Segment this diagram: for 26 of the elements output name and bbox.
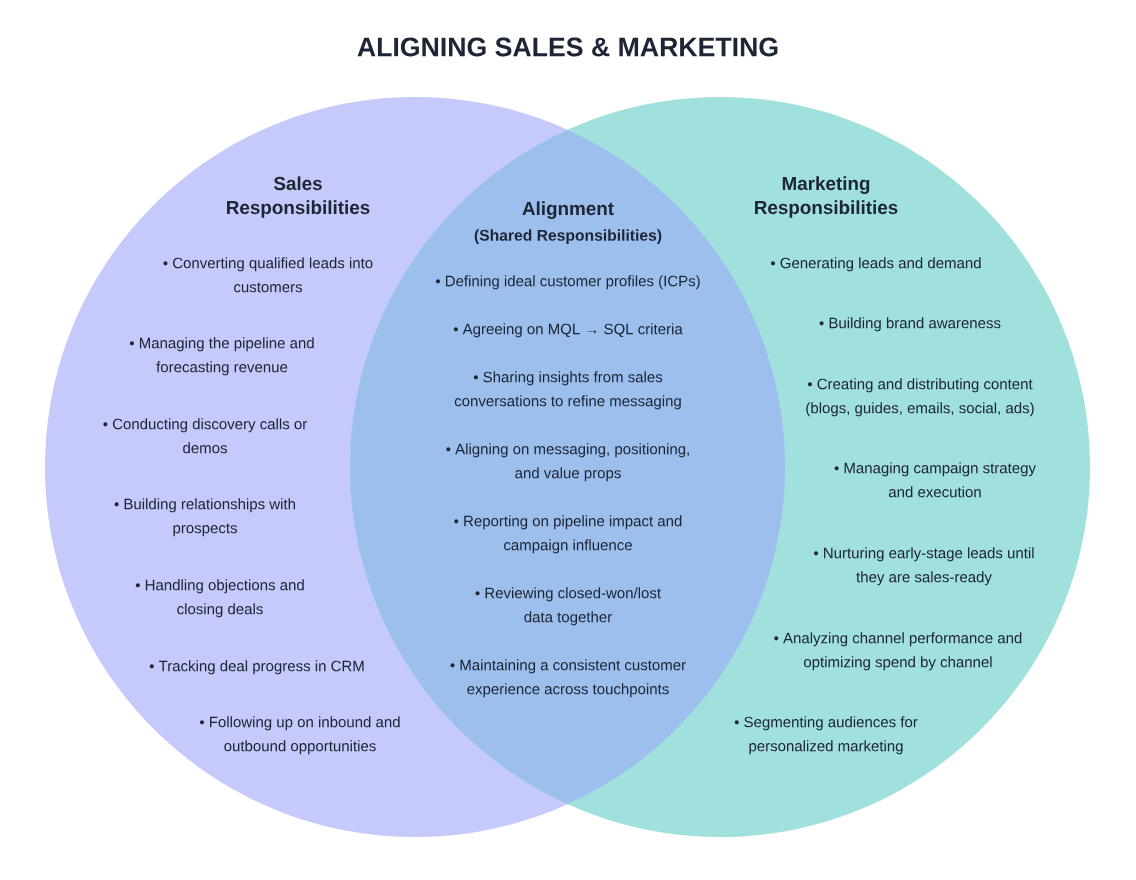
bullet-item: • Following up on inbound and outbound opportunities: [200, 716, 400, 755]
bullet-item: • Sharing insights from sales conversations to refine messaging: [454, 371, 681, 410]
bullet-item: • Converting qualified leads into customers: [163, 257, 373, 293]
bullet-item: • Reviewing closed-won/lost data together: [475, 587, 661, 626]
bullet-item: • Maintaining a consistent customer experience across touchpoints: [450, 659, 686, 698]
subheading: (Shared Responsibilities): [474, 229, 662, 244]
title: ALIGNING SALES & MARKETING: [357, 37, 778, 57]
bullet-item: • Reporting on pipeline impact and campaign influence: [454, 515, 682, 554]
bullet-item: • Generating leads and demand: [771, 257, 981, 272]
bullet-item: • Managing campaign strategy and execution: [834, 462, 1036, 498]
heading: Marketing Responsibilities: [755, 176, 898, 218]
bullet-item: • Tracking deal progress in CRM: [149, 660, 364, 675]
bullet-item: • Segmenting audiences for personalized marketing: [734, 716, 918, 755]
bullet-item: • Defining ideal customer profiles (ICPs): [435, 275, 700, 290]
bullet-item: • Managing the pipeline and forecasting revenue: [129, 337, 314, 376]
heading: Alignment: [522, 201, 614, 219]
bullet-item: • Agreeing on MQL → SQL criteria: [453, 323, 683, 338]
bullet-item: • Handling objections and closing deals: [135, 579, 304, 618]
bullet-item: • Analyzing channel performance and optimizing spend by channel: [774, 632, 1022, 671]
heading: Sales Responsibilities: [227, 176, 370, 218]
bullet-item: • Building brand awareness: [819, 317, 1001, 332]
bullet-item: • Creating and distributing content (blogs, guides, emails, social, ads): [806, 378, 1034, 417]
bullet-item: • Aligning on messaging, positioning, and value props: [446, 443, 689, 482]
bullet-item: • Conducting discovery calls or demos: [103, 418, 307, 454]
bullet-item: • Building relationships with prospects: [114, 498, 295, 537]
bullet-item: • Nurturing early-stage leads until they are sales-ready: [814, 547, 1034, 586]
